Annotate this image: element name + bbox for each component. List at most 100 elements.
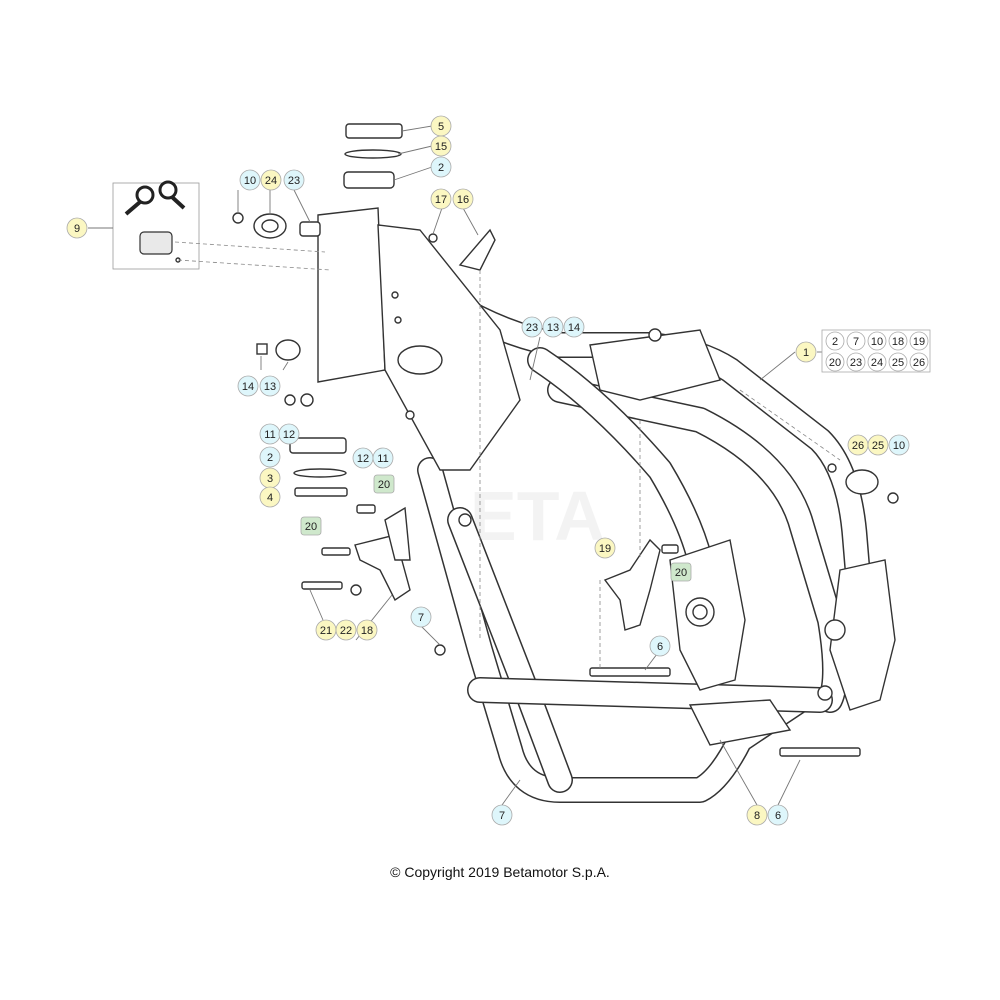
callout-badge <box>542 316 564 338</box>
callout-label: 1 <box>803 347 809 359</box>
callout-1: 1 <box>795 341 817 363</box>
callout-label: 5 <box>438 121 444 133</box>
callout-badge <box>430 135 452 157</box>
copyright-text: © Copyright 2019 Betamotor S.p.A. <box>390 864 610 880</box>
callout-label: 8 <box>754 810 760 822</box>
callout-15: 15 <box>430 135 452 157</box>
kit-item-label: 2 <box>832 336 838 348</box>
callout-2: 2 <box>259 446 281 468</box>
callout-7: 7 <box>410 606 432 628</box>
callout-badge <box>594 537 616 559</box>
callout-13: 13 <box>259 375 281 397</box>
callout-label: 11 <box>377 453 388 465</box>
callout-label: 14 <box>242 381 254 393</box>
callout-badge <box>746 804 768 826</box>
kit-item-20: 20 <box>825 352 845 372</box>
callout-label: 3 <box>267 473 273 485</box>
callout-label: 7 <box>499 810 505 822</box>
callout-7: 7 <box>491 804 513 826</box>
lower-bearing-part <box>289 437 347 454</box>
callout-label: 19 <box>599 543 611 555</box>
top-shock-mount <box>589 328 721 401</box>
kit-item-label: 25 <box>892 357 904 369</box>
callout-badge <box>867 434 889 456</box>
motorcycle-frame: ETA <box>317 207 896 803</box>
callout-badge <box>259 446 281 468</box>
callout-label: 11 <box>264 429 275 441</box>
callout-3: 3 <box>259 467 281 489</box>
callout-badge <box>491 804 513 826</box>
callout-21: 21 <box>315 619 337 641</box>
exploded-parts <box>112 123 899 757</box>
rear-mount <box>824 559 896 711</box>
callout-label: 13 <box>547 322 559 334</box>
callout-label: 15 <box>435 141 447 153</box>
callout-25: 25 <box>867 434 889 456</box>
callout-badge <box>237 375 259 397</box>
kit-item-label: 18 <box>892 336 904 348</box>
kit-item-7: 7 <box>846 331 866 351</box>
bearing-part <box>343 171 395 189</box>
callout-label: 18 <box>361 625 373 637</box>
callout-5: 5 <box>430 115 452 137</box>
callout-14: 14 <box>563 316 585 338</box>
long-bolt-part <box>589 667 671 677</box>
callout-badge <box>356 619 378 641</box>
callout-label: 7 <box>418 612 424 624</box>
callout-11: 11 <box>259 423 281 445</box>
callout-badge <box>259 375 281 397</box>
bearing-cap-part <box>345 123 403 139</box>
callout-6: 6 <box>649 635 671 657</box>
callout-label: 9 <box>74 223 80 235</box>
callout-label: 12 <box>357 453 369 465</box>
callout-label: 16 <box>457 194 469 206</box>
callout-22: 22 <box>335 619 357 641</box>
callout-label: 17 <box>435 194 447 206</box>
kit-item-25: 25 <box>888 352 908 372</box>
callout-label: 13 <box>264 381 276 393</box>
callout-label: 20 <box>378 479 390 491</box>
callout-badge <box>649 635 671 657</box>
callout-badge <box>278 423 300 445</box>
callout-label: 12 <box>283 429 295 441</box>
callout-badge <box>300 516 322 536</box>
callout-badge <box>66 217 88 239</box>
callout-label: 4 <box>267 492 273 504</box>
kit-item-label: 26 <box>913 357 925 369</box>
callout-10: 10 <box>239 169 261 191</box>
callout-20: 20 <box>670 562 692 582</box>
watermark: ETA <box>470 477 605 555</box>
callout-12: 12 <box>278 423 300 445</box>
callout-label: 6 <box>775 810 781 822</box>
callout-10: 10 <box>888 434 910 456</box>
kit-item-24: 24 <box>867 352 887 372</box>
callout-19: 19 <box>594 537 616 559</box>
callout-badge <box>430 188 452 210</box>
engine-plate-part <box>603 538 661 631</box>
callout-12: 12 <box>352 447 374 469</box>
callout-label: 2 <box>438 162 444 174</box>
callout-11: 11 <box>372 447 394 469</box>
callout-badge <box>410 606 432 628</box>
callout-label: 23 <box>526 322 538 334</box>
callout-label: 20 <box>305 521 317 533</box>
lock-cylinder-part <box>139 231 173 255</box>
kit-item-26: 26 <box>909 352 929 372</box>
callout-badge <box>795 341 817 363</box>
callout-label: 20 <box>675 567 687 579</box>
kit-item-2: 2 <box>825 331 845 351</box>
kit-item-18: 18 <box>888 331 908 351</box>
callout-9: 9 <box>66 217 88 239</box>
kit-item-label: 23 <box>850 357 862 369</box>
callout-badge <box>452 188 474 210</box>
callout-label: 26 <box>852 440 864 452</box>
callout-label: 2 <box>267 452 273 464</box>
callout-label: 6 <box>657 641 663 653</box>
callout-badge <box>239 169 261 191</box>
bracket-part <box>458 228 496 271</box>
kit-item-label: 20 <box>829 357 841 369</box>
